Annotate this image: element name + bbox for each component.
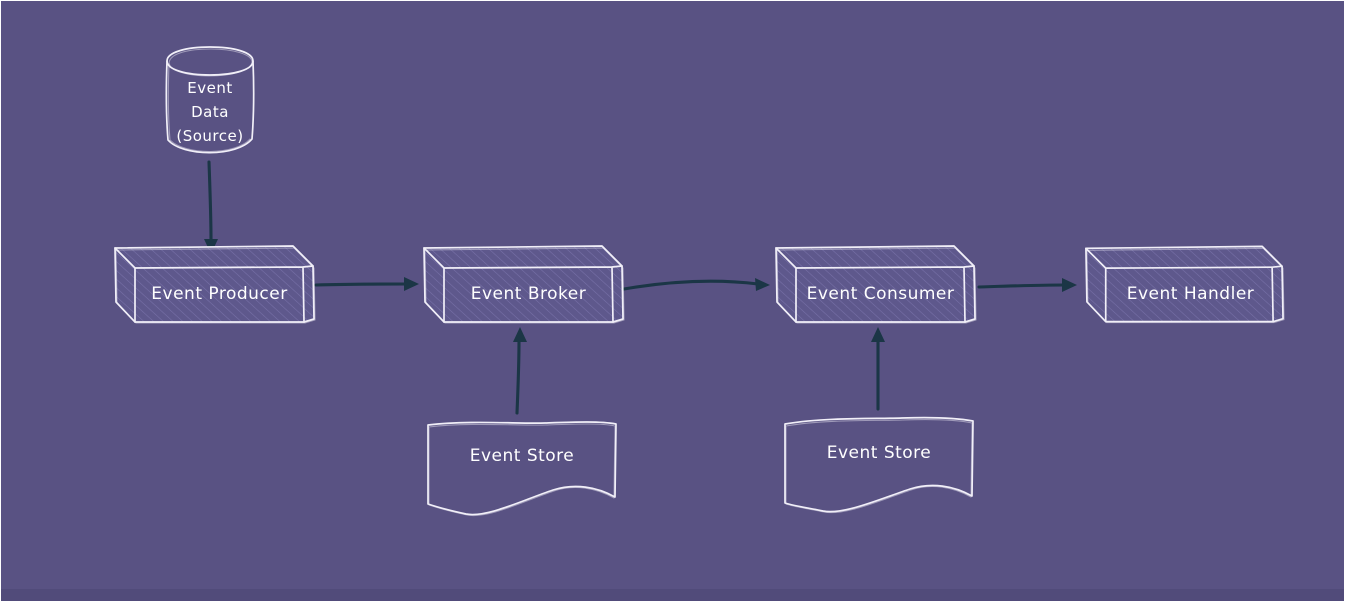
document-shape	[784, 416, 974, 514]
arrow-broker-to-consumer[interactable]	[622, 278, 770, 291]
arrow-consumer-to-handler[interactable]	[977, 278, 1077, 292]
node-event-handler-label: Event Handler	[1126, 284, 1255, 305]
node-event-handler[interactable]: Event Handler	[1077, 244, 1285, 324]
box3d-shape	[1085, 245, 1285, 324]
node-event-store-right-label: Event Store	[826, 442, 932, 463]
document-shape	[427, 421, 617, 517]
node-event-broker[interactable]: Event Broker	[415, 244, 625, 324]
node-event-broker-label: Event Broker	[470, 284, 587, 305]
event-data-line3: (Source)	[176, 127, 244, 146]
event-data-line1: Event	[187, 78, 233, 97]
node-event-producer[interactable]: Event Producer	[106, 244, 316, 324]
node-event-data[interactable]: Event Data (Source)	[163, 44, 257, 164]
arrow-store-left-to-broker[interactable]	[513, 327, 527, 415]
node-event-consumer-label: Event Consumer	[806, 284, 955, 305]
canvas-bottom-band	[1, 589, 1344, 601]
arrow-store-right-to-consumer[interactable]	[871, 327, 885, 411]
node-event-store-left[interactable]: Event Store	[425, 417, 619, 519]
node-event-store-right[interactable]: Event Store	[782, 414, 976, 516]
node-event-producer-label: Event Producer	[151, 284, 288, 305]
arrow-producer-to-broker[interactable]	[314, 277, 419, 291]
node-event-consumer[interactable]: Event Consumer	[767, 244, 977, 324]
box3d-shape	[423, 245, 625, 324]
box3d-shape	[775, 245, 977, 324]
event-data-line2: Data	[191, 102, 229, 121]
node-event-data-label: Event Data (Source)	[163, 73, 257, 151]
database-cylinder-shape	[165, 46, 255, 154]
box3d-shape	[114, 245, 316, 324]
arrow-data-to-producer[interactable]	[204, 160, 218, 254]
node-event-store-left-label: Event Store	[469, 445, 575, 466]
